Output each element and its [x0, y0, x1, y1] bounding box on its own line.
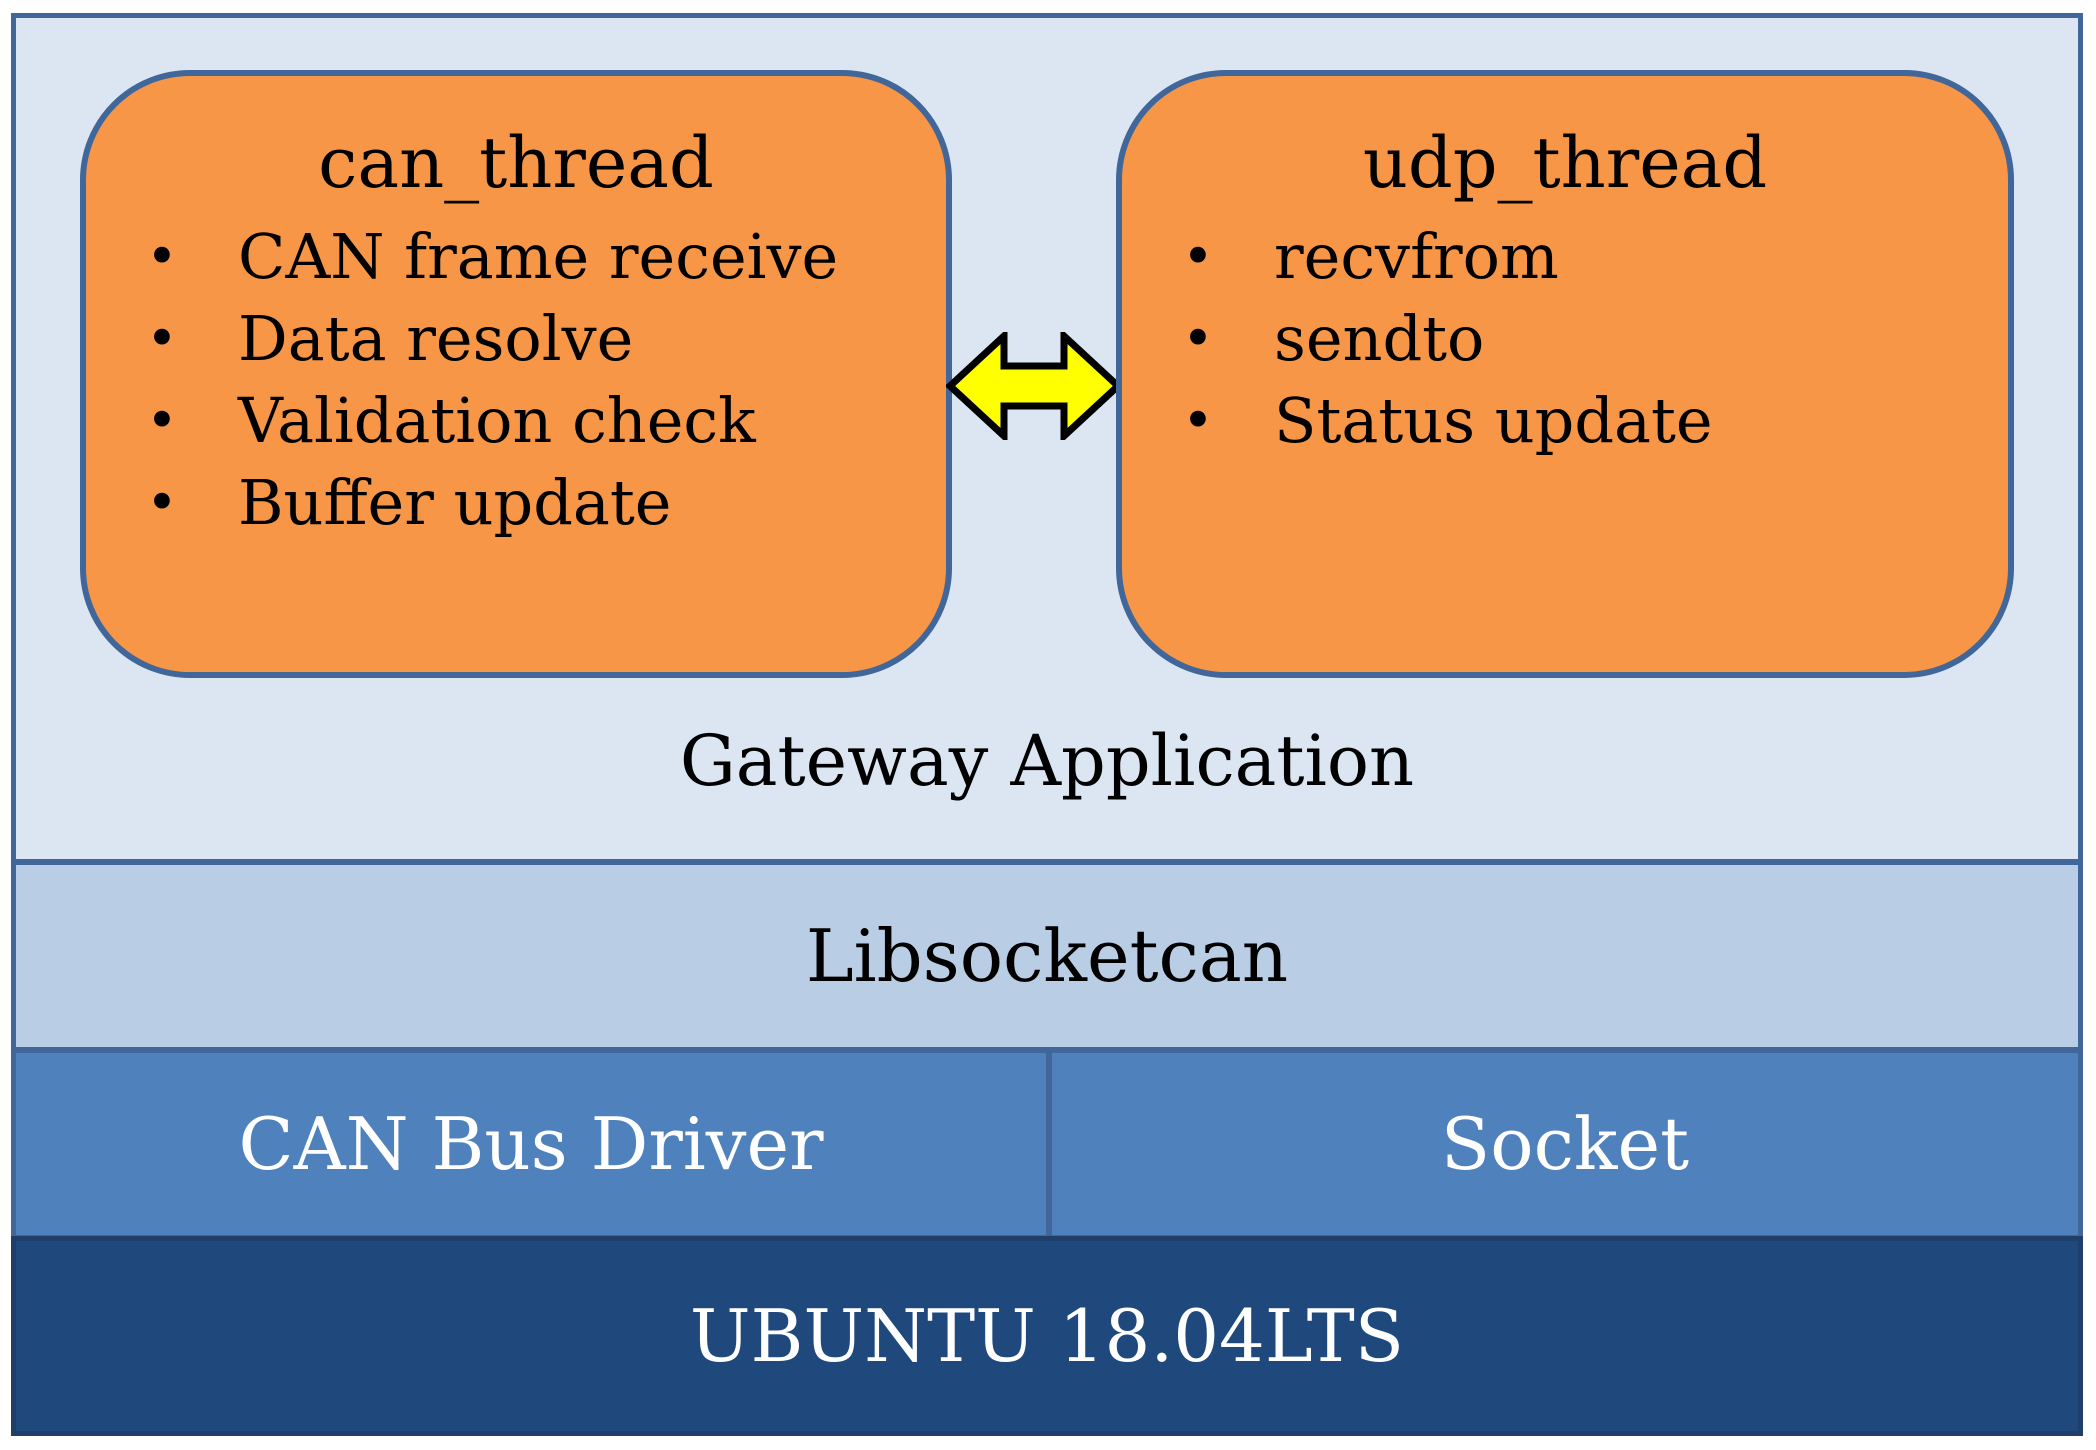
bullet-icon: •: [146, 307, 178, 370]
can-bus-driver-layer: CAN Bus Driver: [11, 1048, 1051, 1240]
os-layer: UBUNTU 18.04LTS: [11, 1236, 2083, 1436]
double-arrow-icon: [946, 332, 1122, 440]
libsocketcan-label: Libsocketcan: [805, 914, 1289, 998]
libsocketcan-layer: Libsocketcan: [11, 860, 2083, 1052]
list-item-text: Buffer update: [238, 466, 672, 539]
bullet-icon: •: [146, 471, 178, 534]
udp-thread-box: udp_thread • recvfrom • sendto • Status …: [1116, 70, 2014, 678]
list-item-text: Data resolve: [238, 302, 634, 375]
bullet-icon: •: [1182, 225, 1214, 288]
udp-thread-title: udp_thread: [1362, 122, 1768, 204]
socket-layer: Socket: [1047, 1048, 2083, 1240]
can-bus-driver-label: CAN Bus Driver: [238, 1102, 824, 1186]
bullet-icon: •: [1182, 389, 1214, 452]
can-thread-box: can_thread • CAN frame receive • Data re…: [80, 70, 952, 678]
socket-label: Socket: [1440, 1102, 1690, 1186]
can-thread-title: can_thread: [318, 122, 714, 204]
gateway-application-label: Gateway Application: [679, 720, 1415, 802]
bullet-icon: •: [1182, 307, 1214, 370]
bullet-icon: •: [146, 225, 178, 288]
os-label: UBUNTU 18.04LTS: [689, 1294, 1405, 1378]
list-item-text: recvfrom: [1274, 220, 1559, 293]
list-item-text: Status update: [1274, 384, 1713, 457]
list-item-text: sendto: [1274, 302, 1485, 375]
list-item-text: CAN frame receive: [238, 220, 839, 293]
list-item-text: Validation check: [238, 384, 756, 457]
bullet-icon: •: [146, 389, 178, 452]
